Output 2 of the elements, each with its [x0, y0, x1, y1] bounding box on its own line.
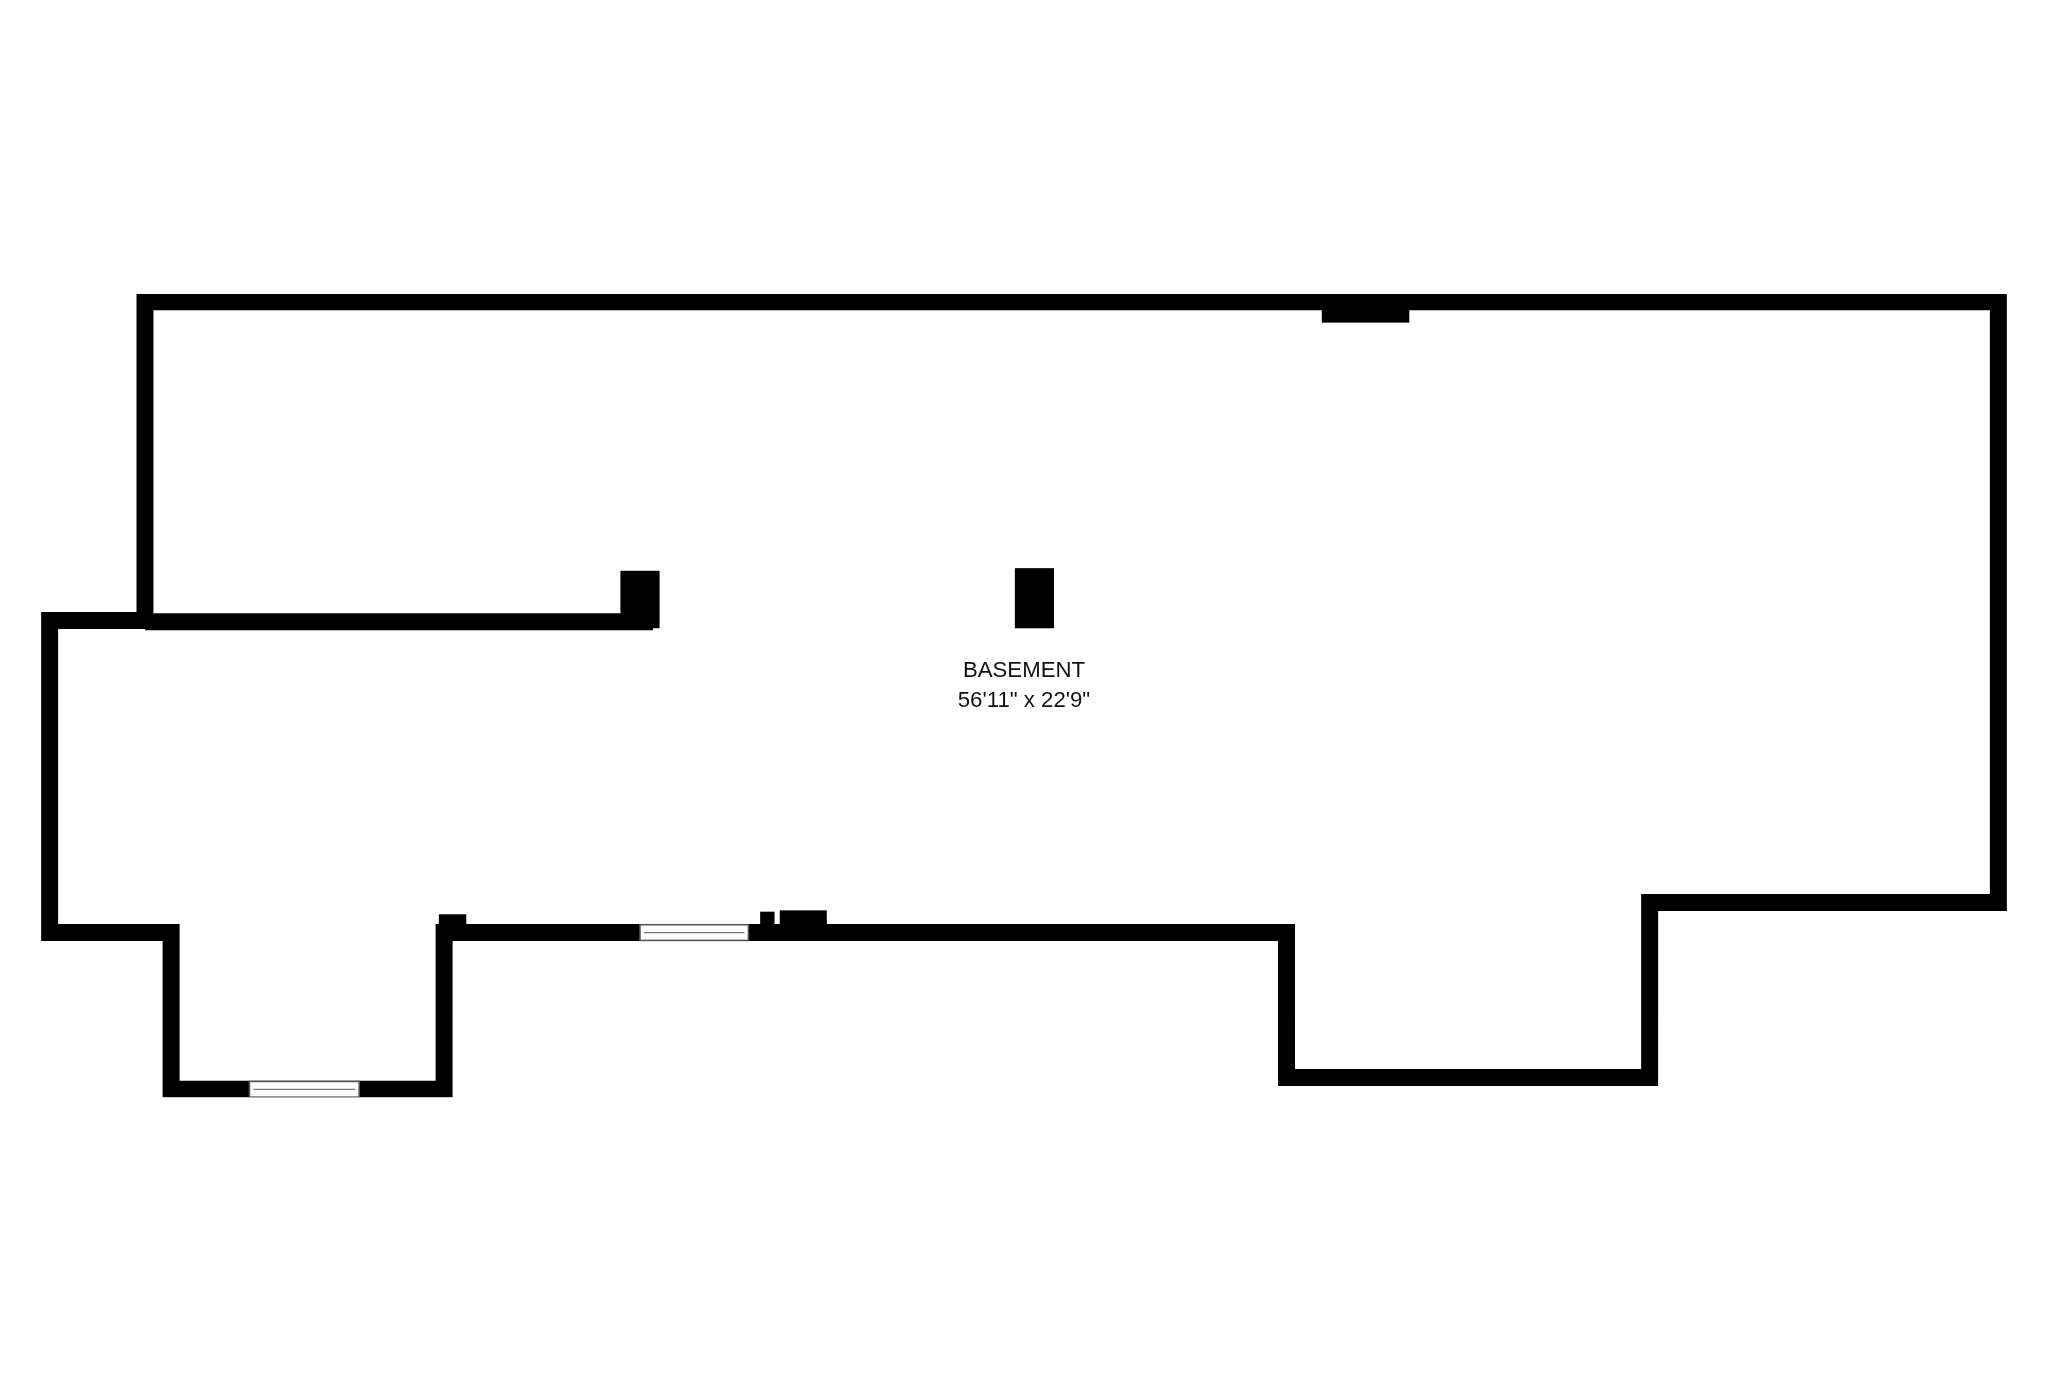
room-name: BASEMENT: [962, 657, 1086, 684]
room-dimensions: 56'11" x 22'9": [957, 687, 1091, 714]
